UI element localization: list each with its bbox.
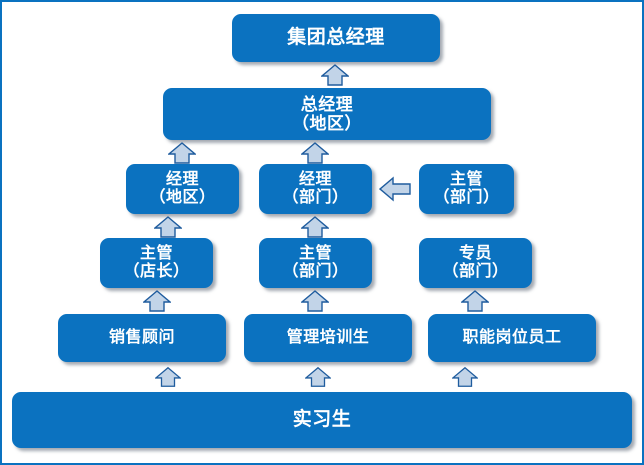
node-sales-consultant[interactable]: 销售顾问 bbox=[58, 314, 226, 362]
node-manager-region[interactable]: 经理 （地区） bbox=[126, 164, 239, 214]
node-label-line1: 总经理 bbox=[300, 94, 354, 114]
node-label-line2: （部门） bbox=[442, 263, 509, 280]
node-label-line1: 经理 bbox=[298, 171, 332, 189]
node-label-line1: 销售顾问 bbox=[108, 329, 175, 347]
arrow-up-icon bbox=[143, 290, 171, 312]
node-label-line1: 专员 bbox=[458, 245, 492, 263]
node-label-line1: 主管 bbox=[139, 245, 173, 263]
node-supervisor-department[interactable]: 主管 （部门） bbox=[259, 238, 372, 288]
node-label-line2: （地区） bbox=[149, 189, 216, 206]
arrow-up-icon bbox=[301, 290, 329, 312]
node-manager-department[interactable]: 经理 （部门） bbox=[259, 164, 372, 214]
node-label-line1: 主管 bbox=[298, 245, 332, 263]
node-functional-staff[interactable]: 职能岗位员工 bbox=[428, 314, 596, 362]
node-general-manager-region[interactable]: 总经理 （地区） bbox=[163, 88, 491, 140]
node-specialist-department[interactable]: 专员 （部门） bbox=[419, 238, 532, 288]
node-label-line1: 经理 bbox=[165, 171, 199, 189]
node-label-line2: （部门） bbox=[282, 263, 349, 280]
node-label-line2: （店长） bbox=[123, 263, 190, 280]
node-label-line1: 集团总经理 bbox=[287, 27, 385, 49]
node-label-line1: 职能岗位员工 bbox=[462, 329, 562, 347]
node-label-line2: （地区） bbox=[292, 114, 362, 133]
node-management-trainee[interactable]: 管理培训生 bbox=[244, 314, 412, 362]
arrow-left-icon bbox=[379, 176, 411, 202]
node-label-line1: 主管 bbox=[449, 171, 483, 189]
node-group-general-manager[interactable]: 集团总经理 bbox=[232, 14, 440, 62]
node-supervisor-department-upper[interactable]: 主管 （部门） bbox=[419, 164, 514, 214]
node-label-line1: 管理培训生 bbox=[286, 329, 370, 347]
arrow-up-icon bbox=[301, 216, 329, 238]
arrow-up-icon bbox=[301, 142, 329, 164]
arrow-up-icon bbox=[305, 366, 331, 388]
node-label-line1: 实习生 bbox=[292, 409, 352, 431]
arrow-up-icon bbox=[452, 366, 478, 388]
arrow-up-icon bbox=[154, 216, 182, 238]
node-intern[interactable]: 实习生 bbox=[12, 392, 632, 448]
node-label-line2: （部门） bbox=[433, 189, 500, 206]
node-supervisor-store-manager[interactable]: 主管 （店长） bbox=[100, 238, 213, 288]
node-label-line2: （部门） bbox=[282, 189, 349, 206]
arrow-up-icon bbox=[168, 142, 196, 164]
arrow-up-icon bbox=[321, 64, 349, 86]
arrow-up-icon bbox=[461, 290, 489, 312]
arrow-up-icon bbox=[155, 366, 181, 388]
